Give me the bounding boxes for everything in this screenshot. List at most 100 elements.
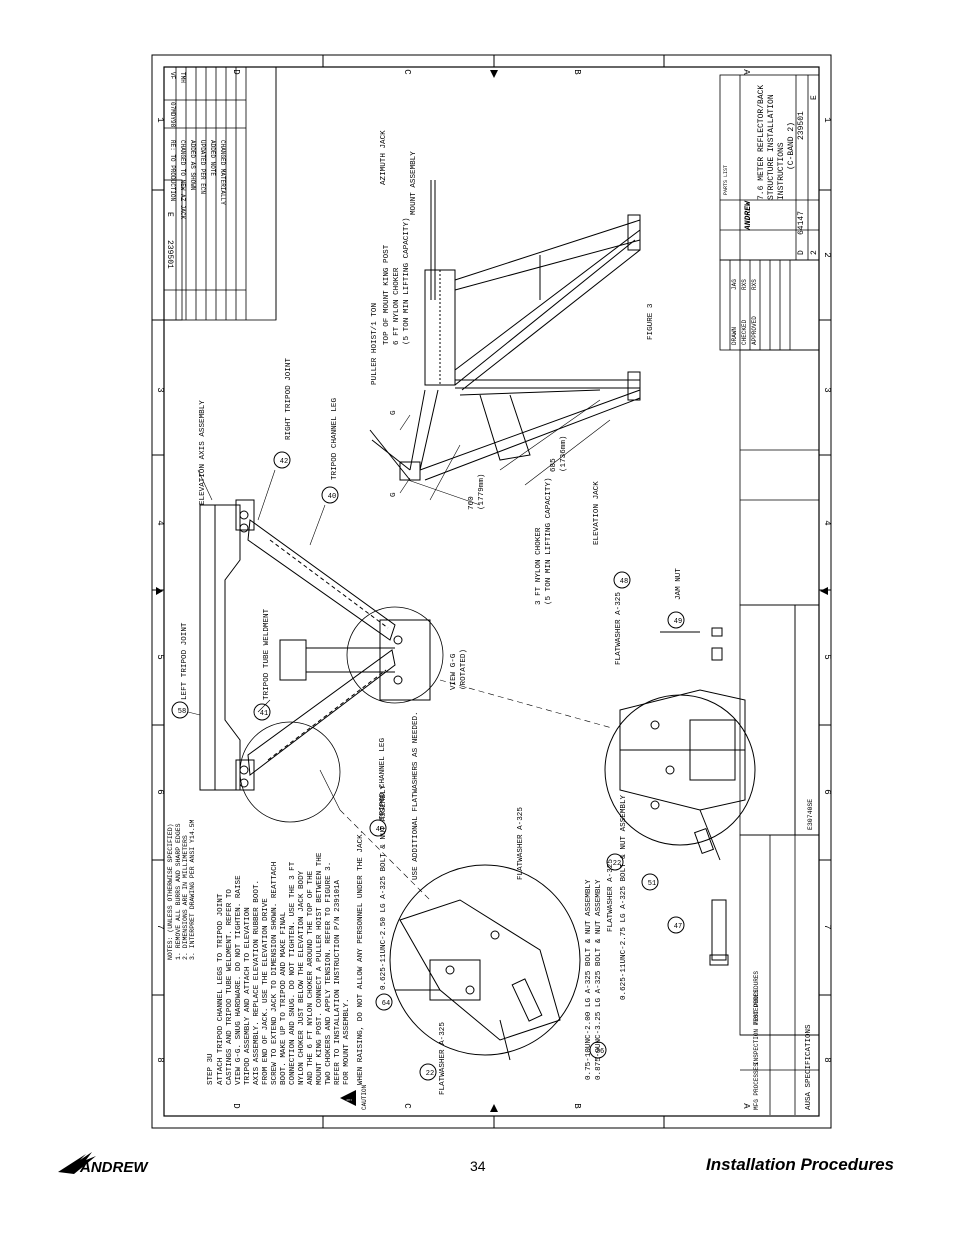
- zone-num-2-right: 2: [822, 252, 832, 257]
- label-mount-assembly: MOUNT ASSEMBLY: [410, 151, 418, 215]
- balloon-58: 58: [178, 708, 186, 716]
- note-3: 3. INTERPRET DRAWING PER ANSI Y14.5M: [189, 819, 196, 960]
- approval-checked: CHECKED: [741, 319, 748, 345]
- zone-num-1-left: 1: [155, 117, 165, 122]
- label-top-king-post: TOP OF MOUNT KING POST: [383, 244, 391, 345]
- zone-num-7-right: 7: [822, 924, 832, 929]
- label-puller-hoist: PULLER HOIST/1 TON: [371, 303, 379, 385]
- label-three-ft-choker: 3 FT NYLON CHOKER: [535, 527, 543, 605]
- andrew-logo-text: ANDREW: [80, 1159, 148, 1176]
- label-tripod-tube-weldment: TRIPOD TUBE WELDMENT: [263, 608, 271, 700]
- technical-drawing: D C B A D C B A 1 3 4 5 6 7 8 1 2 3 4 5 …: [151, 54, 832, 1129]
- zone-num-6-left: 6: [155, 789, 165, 794]
- detail-connection-lines: [339, 679, 613, 901]
- zone-num-5-left: 5: [155, 654, 165, 659]
- spec-test: TEST PROCEDURES: [753, 971, 760, 1025]
- title-code: E30740SE: [807, 799, 814, 830]
- svg-text:VIEW G-G. SNUG HARDWARE. DO NO: VIEW G-G. SNUG HARDWARE. DO NOT TIGHTEN.…: [235, 875, 243, 1085]
- label-bolt-3: 0.875-9UNC-3.25 LG A-325 BOLT & NUT ASSE…: [595, 879, 603, 1080]
- title-fscm: 64147: [797, 211, 806, 235]
- initials-drawn: JAG: [731, 279, 738, 290]
- label-dim-760-in: (1779mm): [478, 474, 486, 510]
- zone-num-3-right: 3: [822, 387, 832, 392]
- center-mark-top: [490, 70, 498, 78]
- balloon-22a: 22: [613, 860, 621, 868]
- bolt-detail-47: [709, 899, 729, 966]
- rev-dwg-no: 239501: [165, 240, 174, 269]
- balloon-64: 64: [382, 1000, 390, 1008]
- label-flatwasher-325: FLATWASHER A-325: [615, 592, 623, 665]
- center-mark-left: [156, 587, 163, 595]
- title-line-3: INSTRUCTIONS: [777, 142, 786, 200]
- zone-num-1-right: 1: [822, 117, 832, 122]
- zone-letter-c-bottom: C: [402, 1103, 412, 1109]
- lower-joint-content: [395, 899, 561, 1061]
- note-1: 1. REMOVE ALL BURRS AND SHARP EDGES: [175, 823, 182, 960]
- svg-text:AND THE 6 FT NYLON CHOKER AROU: AND THE 6 FT NYLON CHOKER AROUND THE TOP…: [307, 870, 315, 1085]
- svg-text:ATTACH TRIPOD CHANNEL LEGS TO: ATTACH TRIPOD CHANNEL LEGS TO TRIPOD JOI…: [217, 893, 225, 1085]
- andrew-logo: ANDREW: [56, 1148, 176, 1178]
- rev-letter: E: [165, 212, 174, 217]
- balloon-40a: 40: [328, 493, 336, 501]
- zone-letter-c-top: C: [402, 69, 412, 75]
- spec-inspection: INSPECTION PROCEDURES: [753, 989, 760, 1065]
- tripod-tube-weldment: [279, 619, 431, 701]
- label-view-gg: VIEW G-G: [450, 653, 458, 690]
- svg-text:FOR MOUNT ASSEMBLY.: FOR MOUNT ASSEMBLY.: [343, 998, 351, 1085]
- balloons-lower-left: 64 22 26: [375, 993, 607, 1081]
- approval-drawn: DRAWN: [731, 327, 738, 345]
- title-line-2: STRUCTURE INSTALLATION: [767, 94, 776, 200]
- rev-row-3: UPDATED PER ECN: [199, 140, 206, 194]
- approval-approved: APPROVED: [751, 316, 758, 345]
- svg-text:NYLON CHOKER JUST BELOW THE EL: NYLON CHOKER JUST BELOW THE ELEVATION JA…: [298, 870, 306, 1085]
- label-jam-nut: JAM NUT: [675, 568, 683, 600]
- center-mark-bottom: [490, 1104, 498, 1112]
- rev-appr-0: VF: [169, 72, 176, 80]
- balloon-47: 47: [674, 923, 682, 931]
- balloon-41: 41: [260, 710, 268, 718]
- center-mark-right: [820, 587, 828, 595]
- title-parts-list: PARTS LIST: [723, 165, 729, 195]
- caution-label: CAUTION: [361, 1084, 368, 1110]
- label-dim-760: 760: [468, 496, 476, 510]
- label-tripod-channel-leg-1: TRIPOD CHANNEL LEG: [331, 398, 339, 480]
- title-company: ANDREW: [744, 200, 753, 231]
- page-number: 34: [470, 1158, 486, 1174]
- svg-text:TWO CHOKERS AND APPLY TENSION.: TWO CHOKERS AND APPLY TENSION. REFER TO …: [325, 862, 333, 1085]
- label-tripod-channel-leg-2: TRIPOD CHANNEL LEG: [379, 738, 387, 820]
- label-dim-685-in: (1736mm): [560, 436, 568, 472]
- svg-text:MOUNT KING POST. CONNECT A PUL: MOUNT KING POST. CONNECT A PULLER HOIST …: [316, 852, 324, 1085]
- label-view-gg-rotated: (ROTATED): [460, 649, 468, 690]
- label-three-ft-capacity: (5 TON MIN LIFTING CAPACITY): [545, 477, 553, 605]
- label-azimuth-jack: AZIMUTH JACK: [380, 130, 388, 185]
- zone-letter-b-bottom: B: [572, 1103, 582, 1109]
- zone-num-8-left: 8: [155, 1057, 165, 1062]
- balloon-48: 48: [620, 578, 628, 586]
- sheet-outer-border: [151, 54, 832, 1129]
- note-2: 2. DIMENSIONS ARE IN MILLIMETERS: [182, 835, 189, 960]
- spec-mfg: MFG PROCESSES: [753, 1063, 760, 1110]
- step-label: STEP 3U: [207, 1053, 215, 1085]
- zone-num-4-left: 4: [155, 520, 165, 525]
- revision-table: [163, 66, 277, 321]
- label-flatwasher-b: FLATWASHER A-325: [517, 807, 525, 880]
- rev-appr-1: TMH: [179, 72, 186, 83]
- initials-approved: RXS: [751, 279, 758, 290]
- svg-text:CONNECTION AND SNUG. DO NOT TI: CONNECTION AND SNUG. DO NOT TIGHTEN. USE…: [289, 861, 297, 1085]
- svg-text:AXIS ASSEMBLY. REPLACE ELEVATI: AXIS ASSEMBLY. REPLACE ELEVATION RUBBER …: [253, 880, 261, 1085]
- svg-text:TRIPOD ASSEMBLY AND ATTACH TO: TRIPOD ASSEMBLY AND ATTACH TO ELEVATION: [244, 907, 252, 1085]
- title-sheet: 2: [810, 250, 819, 255]
- figure-3-mount: [369, 180, 641, 481]
- rev-row-2: ADDED AS SHOWN: [189, 140, 196, 191]
- rev-row-0: RE: TO PRODUCTION: [169, 140, 176, 202]
- balloon-49: 49: [674, 618, 682, 626]
- title-line-4: (C-BAND 2): [787, 122, 796, 170]
- label-right-tripod-joint: RIGHT TRIPOD JOINT: [285, 358, 293, 440]
- title-rev: E: [810, 95, 819, 100]
- zone-letter-a-top: A: [741, 69, 751, 75]
- svg-text:BOOT. MAKE UP TO TRIPOD AND MA: BOOT. MAKE UP TO TRIPOD AND MAKE FINAL: [280, 911, 288, 1085]
- svg-text:!: !: [346, 1098, 355, 1103]
- elevation-axis-body: [199, 499, 255, 791]
- label-section-g-1: G: [390, 410, 398, 415]
- page-footer: ANDREW 34 Installation Procedures: [0, 1140, 954, 1190]
